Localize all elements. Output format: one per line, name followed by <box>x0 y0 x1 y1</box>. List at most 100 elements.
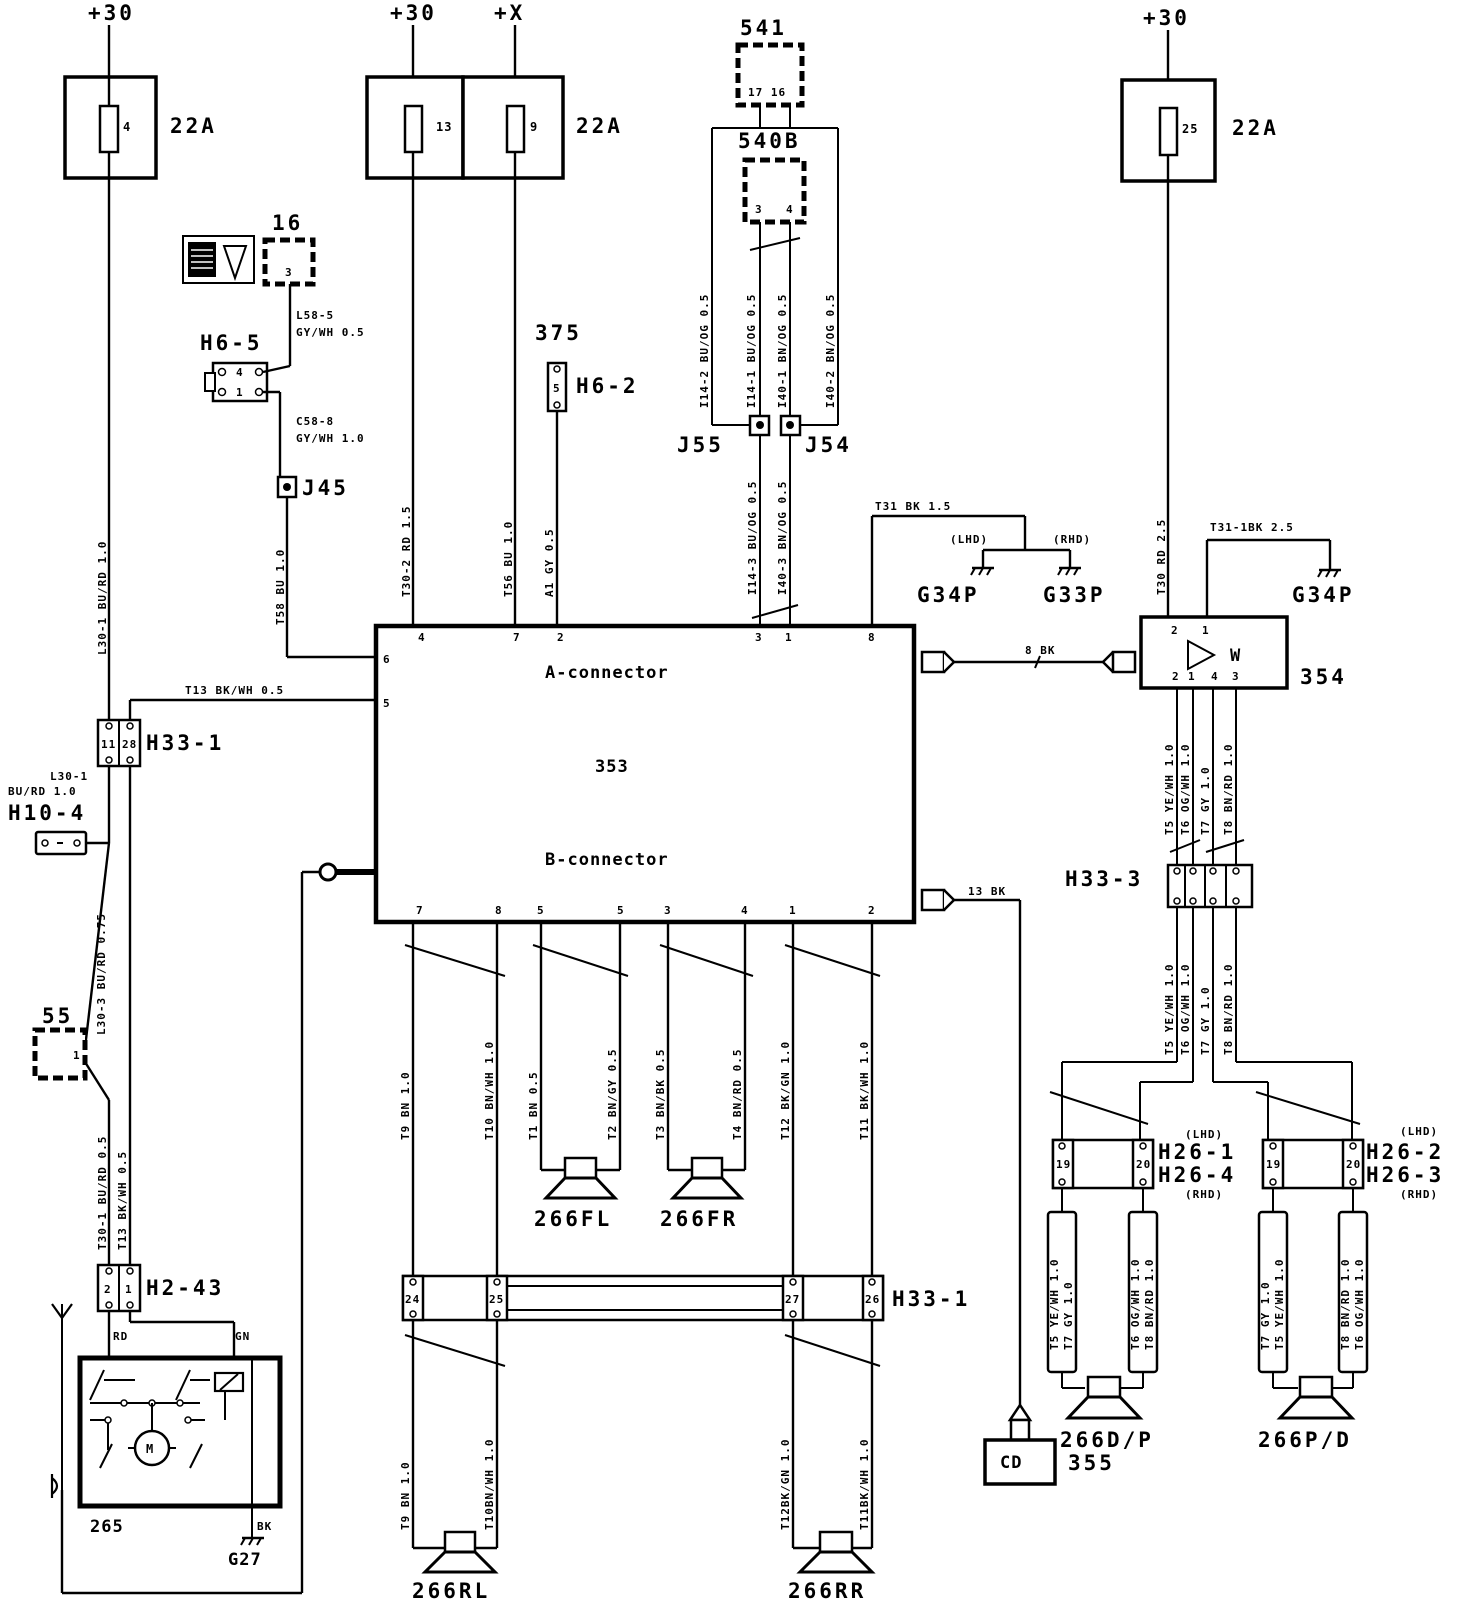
amp-pin-bot-1: 1 <box>1188 670 1196 683</box>
component-541-pins: 17 16 <box>748 86 786 99</box>
volume-icon <box>222 245 248 282</box>
wire-label-l30-3: L30-3 BU/RD 0.75 <box>95 913 108 1035</box>
h26-1-label: H26-1 <box>1158 1140 1236 1164</box>
unit-353: A-connector 353 B-connector 6 5 4 7 2 3 … <box>373 623 917 925</box>
h26-3-rhd: (RHD) <box>1400 1188 1438 1201</box>
b-connector-wires: T9 BN 1.0 T10 BN/WH 1.0 T1 BN 0.5 T2 BN/… <box>399 922 881 1276</box>
wire-label-13bk: 13 BK <box>968 885 1006 898</box>
component-375-pin: 5 <box>553 382 561 395</box>
h33-1-pin-11: 11 <box>101 738 116 751</box>
component-55: 55 1 <box>32 1004 88 1081</box>
pd-label-t8: T8 BN/RD 1.0 <box>1339 1259 1352 1350</box>
pin-a3: 3 <box>755 631 763 644</box>
h26-4-label: H26-4 <box>1158 1163 1236 1187</box>
component-541: 541 17 16 <box>735 16 805 108</box>
amplifier-icon <box>1187 639 1217 671</box>
component-541-id: 541 <box>740 16 787 40</box>
speaker-266dp-wiring: T5 YE/WH 1.0 T7 GY 1.0 T6 OG/WH 1.0 T8 B… <box>1046 1188 1159 1452</box>
component-55-pin: 1 <box>73 1049 81 1062</box>
wire-label-i40-1: I40-1 BN/OG 0.5 <box>776 294 789 408</box>
pd-label-t6: T6 OG/WH 1.0 <box>1353 1259 1366 1350</box>
h26-1-lhd: (LHD) <box>1185 1128 1223 1141</box>
component-265-id: 265 <box>90 1517 124 1537</box>
junctions-j55-j54: J55 J54 <box>677 414 852 457</box>
ground-g33p: G33P <box>1043 583 1106 607</box>
amp-354-id: 354 <box>1300 665 1347 689</box>
wire-label-t30-2: T30-2 RD 1.5 <box>400 506 413 597</box>
connector-h26-right: 19 20 (LHD) H26-2 H26-3 (RHD) <box>1261 1125 1441 1201</box>
h26-left-pin-20: 20 <box>1136 1158 1151 1171</box>
h33-1-pin-28: 28 <box>122 738 137 751</box>
fuse-rating-right: 22A <box>1232 116 1279 140</box>
amp-pin-bot-4: 4 <box>1211 670 1219 683</box>
speaker-266pd-wiring: T7 GY 1.0 T5 YE/WH 1.0 T8 BN/RD 1.0 T6 O… <box>1257 1188 1369 1452</box>
speaker-fr-icon <box>669 1176 745 1200</box>
speaker-266rl-label: 266RL <box>412 1579 490 1600</box>
ground-g34p-left: G34P <box>917 583 980 607</box>
wire-label-t4: T4 BN/RD 0.5 <box>731 1049 744 1140</box>
amp-pin-top-2: 2 <box>1171 624 1179 637</box>
component-265: M 265 BK G27 <box>50 1303 283 1570</box>
lhd-label: (LHD) <box>950 533 988 546</box>
wire-label-t6b: T6 OG/WH 1.0 <box>1179 964 1192 1055</box>
h2-43-label: H2-43 <box>146 1276 224 1300</box>
side-label-bu-rd: BU/RD 1.0 <box>8 785 77 798</box>
component-540b-id: 540B <box>738 129 801 153</box>
pin-b8: 8 <box>495 904 503 917</box>
h33-1-top-label: H33-1 <box>146 731 224 755</box>
component-355: 13 BK CD 355 <box>920 885 1115 1486</box>
ground-g27: G27 <box>228 1550 262 1570</box>
wire-label-t5b: T5 YE/WH 1.0 <box>1163 964 1176 1055</box>
wire-label-t3: T3 BN/BK 0.5 <box>654 1049 667 1140</box>
component-16-pin: 3 <box>285 266 293 279</box>
junction-j45: J45 <box>276 475 346 500</box>
j54-label: J54 <box>805 433 852 457</box>
supply-label-x: +X <box>494 1 525 25</box>
component-355-id: 355 <box>1068 1451 1115 1475</box>
connector-h6-5: H6-5 4 1 <box>200 331 291 478</box>
wire-label-i14-3: I14-3 BU/OG 0.5 <box>746 481 759 595</box>
wire-label-l30-1: L30-1 BU/RD 1.0 <box>96 541 109 655</box>
wire-label-i14-2: I14-2 BU/OG 0.5 <box>698 294 711 408</box>
speaker-266rl: 266RL <box>412 1530 499 1600</box>
h26-left-pin-19: 19 <box>1056 1158 1071 1171</box>
h6-5-pin-4: 4 <box>236 366 244 379</box>
wire-label-i40-2: I40-2 BN/OG 0.5 <box>824 294 837 408</box>
h33-1-pin-24: 24 <box>405 1293 420 1306</box>
j55-label: J55 <box>677 433 724 457</box>
amp-to-h26: T5 YE/WH 1.0 T6 OG/WH 1.0 T7 GY 1.0 T8 B… <box>1049 907 1361 1140</box>
h26-4-rhd: (RHD) <box>1185 1188 1223 1201</box>
cd-label: CD <box>1000 1453 1022 1473</box>
h33-1-pin-26: 26 <box>865 1293 880 1306</box>
component-16-id: 16 <box>272 211 303 235</box>
speaker-266rr-label: 266RR <box>788 1579 866 1600</box>
rear-speaker-wires: T9 BN 1.0 T10BN/WH 1.0 T12BK/GN 1.0 T11B… <box>399 1320 881 1550</box>
wire-label-t11: T11 BK/WH 1.0 <box>858 1041 871 1140</box>
ground-g34p-g33p: T31 BK 1.5 (LHD) (RHD) G34P G33P <box>870 500 1106 627</box>
wire-label-t6: T6 OG/WH 1.0 <box>1179 744 1192 835</box>
ground-g34p-right: G34P <box>1292 583 1355 607</box>
wire-label-t30-rd: T30 RD 2.5 <box>1155 519 1168 595</box>
wire-label-i40-3: I40-3 BN/OG 0.5 <box>776 481 789 595</box>
speaker-266fr: 266FR <box>660 1156 745 1231</box>
dp-label-t5: T5 YE/WH 1.0 <box>1048 1259 1061 1350</box>
pin-b5a: 5 <box>537 904 545 917</box>
speaker-rr-icon <box>796 1550 876 1574</box>
wire-label-t7: T7 GY 1.0 <box>1199 766 1212 835</box>
display-icon <box>188 242 216 277</box>
wire-label-rd: RD <box>113 1330 128 1343</box>
supply-label-30-right: +30 <box>1143 6 1190 30</box>
connector-h2-43: 2 1 H2-43 <box>96 1263 224 1313</box>
connector-h33-1-top: 11 28 H33-1 <box>96 718 224 768</box>
wire-label-t56: T56 BU 1.0 <box>502 521 515 597</box>
pin-a5: 5 <box>383 697 391 710</box>
speaker-266fr-label: 266FR <box>660 1207 738 1231</box>
component-375-id: 375 <box>535 321 582 345</box>
h2-43-pin-2: 2 <box>104 1283 112 1296</box>
wire-label-t11b: T11BK/WH 1.0 <box>858 1439 871 1530</box>
connector-h33-3: H33-3 <box>1065 863 1254 909</box>
wire-label-t8: T8 BN/RD 1.0 <box>1222 744 1235 835</box>
h26-right-pin-20: 20 <box>1346 1158 1361 1171</box>
wire-label-i14-1: I14-1 BU/OG 0.5 <box>745 294 758 408</box>
